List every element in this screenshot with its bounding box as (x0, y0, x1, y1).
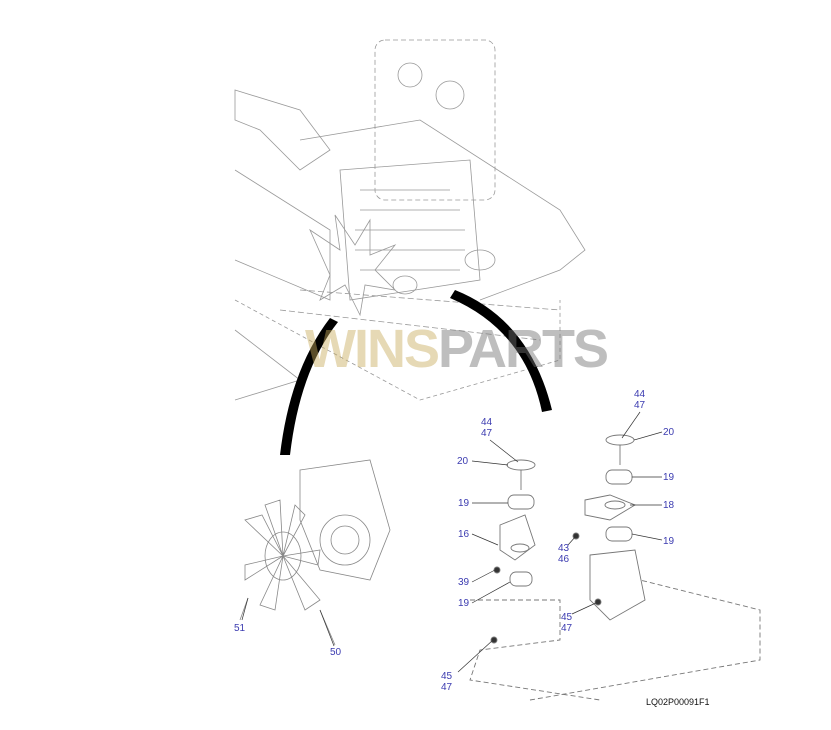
callout-left-lower-cushion: 19 (458, 598, 470, 609)
mount-parts-sketch (469, 434, 761, 701)
callout-left-nut: 45 47 (441, 671, 453, 693)
callout-left-upper-cushion: 19 (458, 498, 470, 509)
detail-arcs (280, 290, 552, 455)
callout-left-top-bolt: 44 47 (481, 417, 493, 439)
callout-right-washer: 20 (663, 427, 675, 438)
callout-fan: 50 (330, 647, 342, 658)
callout-left-bracket: 16 (458, 529, 470, 540)
watermark-part2: PARTS (438, 319, 609, 379)
machine-frame-sketch (234, 39, 586, 401)
callout-right-top-bolt: 44 47 (634, 389, 646, 411)
callout-left-bolt: 39 (458, 577, 470, 588)
callout-right-upper-cushion: 19 (663, 472, 675, 483)
callout-right-lower-cushion: 19 (663, 536, 675, 547)
callout-fan-bolt: 51 (234, 623, 246, 634)
callout-right-bolt: 43 46 (558, 543, 570, 565)
drawing-code: LQ02P00091F1 (646, 697, 710, 707)
watermark: WINSPARTS (305, 318, 609, 380)
callout-left-washer: 20 (457, 456, 469, 467)
callout-right-nut: 45 47 (561, 612, 573, 634)
callout-right-bracket: 18 (663, 500, 675, 511)
leader-lines (241, 411, 663, 673)
watermark-part1: WINS (305, 319, 440, 379)
fan-detail-sketch (239, 459, 391, 646)
